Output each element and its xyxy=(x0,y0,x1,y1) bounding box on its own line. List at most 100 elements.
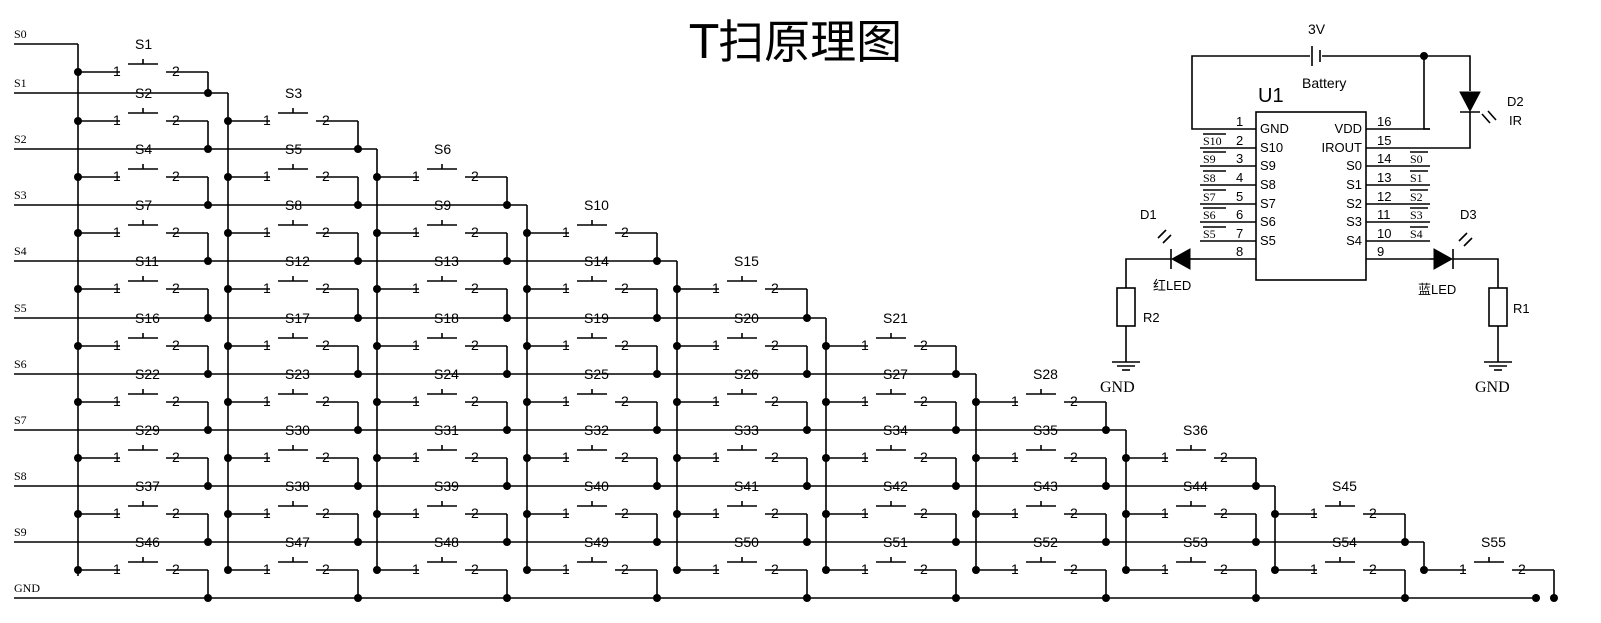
switch-label-s51: S51 xyxy=(883,534,908,550)
chip-pin-name: GND xyxy=(1260,121,1289,136)
chip-pin-net: S3 xyxy=(1410,208,1423,222)
switch-label-s2: S2 xyxy=(135,85,152,101)
switch-pin-label: 2 xyxy=(1369,505,1377,521)
switch-pin-label: 1 xyxy=(1161,505,1169,521)
battery-voltage: 3V xyxy=(1308,21,1326,37)
switch-pin-label: 1 xyxy=(861,449,869,465)
switch-contact xyxy=(158,510,166,518)
switch-contact xyxy=(719,342,727,350)
switch-pin-label: 2 xyxy=(471,561,479,577)
switch-contact xyxy=(419,566,427,574)
switch-contact xyxy=(1317,566,1325,574)
switch-pin-label: 2 xyxy=(172,337,180,353)
chip-pin-number: 1 xyxy=(1236,114,1243,129)
d3-label: 蓝LED xyxy=(1418,282,1456,297)
switch-pin-label: 1 xyxy=(861,505,869,521)
junction-dot xyxy=(653,482,661,490)
junction-dot xyxy=(354,314,362,322)
switch-contact xyxy=(308,117,316,125)
switch-contact xyxy=(719,454,727,462)
junction-dot xyxy=(503,257,511,265)
switch-label-s43: S43 xyxy=(1033,478,1058,494)
switch-contact xyxy=(569,342,577,350)
junction-dot xyxy=(354,201,362,209)
switch-label-s4: S4 xyxy=(135,141,152,157)
switch-pin-label: 1 xyxy=(113,505,121,521)
junction-dot xyxy=(803,538,811,546)
junction-dot xyxy=(1252,482,1260,490)
switch-contact xyxy=(906,454,914,462)
resistor-r1 xyxy=(1488,287,1508,327)
switch-contact xyxy=(270,173,278,181)
switch-pin-label: 2 xyxy=(172,505,180,521)
chip-pin-number: 7 xyxy=(1236,226,1243,241)
row-label-gnd: GND xyxy=(14,581,40,595)
switch-label-s49: S49 xyxy=(584,534,609,550)
switch-pin-label: 2 xyxy=(322,393,330,409)
chip-pin-name: S3 xyxy=(1346,214,1362,229)
switch-contact xyxy=(1355,510,1363,518)
switch-contact xyxy=(719,566,727,574)
battery-name: Battery xyxy=(1302,75,1346,91)
chip-pin-net: S7 xyxy=(1203,190,1216,204)
chip-pin-name: S4 xyxy=(1346,233,1362,248)
chip-pin-net: S10 xyxy=(1203,134,1222,148)
switch-pin-label: 1 xyxy=(1011,449,1019,465)
junction-dot xyxy=(1102,426,1110,434)
switch-contact xyxy=(120,510,128,518)
switch-pin-label: 2 xyxy=(621,224,629,240)
junction-dot xyxy=(952,594,960,602)
junction-dot xyxy=(653,594,661,602)
switch-label-s46: S46 xyxy=(135,534,160,550)
switch-contact xyxy=(607,510,615,518)
switch-pin-label: 1 xyxy=(263,224,271,240)
switch-label-s29: S29 xyxy=(135,422,160,438)
junction-dot xyxy=(204,89,212,97)
switch-contact xyxy=(457,398,465,406)
switch-contact xyxy=(270,454,278,462)
switch-label-s24: S24 xyxy=(434,366,459,382)
switch-contact xyxy=(158,566,166,574)
switch-pin-label: 1 xyxy=(412,505,420,521)
switch-pin-label: 1 xyxy=(263,449,271,465)
chip-pin-net: S9 xyxy=(1203,152,1216,166)
junction-dot xyxy=(952,426,960,434)
resistor-r2 xyxy=(1116,287,1136,327)
switch-contact xyxy=(906,510,914,518)
switch-contact xyxy=(158,342,166,350)
junction-dot xyxy=(952,482,960,490)
switch-contact xyxy=(419,229,427,237)
switch-pin-label: 2 xyxy=(621,561,629,577)
switch-pin-label: 2 xyxy=(621,337,629,353)
chip-pin-number: 16 xyxy=(1377,114,1391,129)
chip-pin-name: S6 xyxy=(1260,214,1276,229)
d1-ref: D1 xyxy=(1140,207,1157,222)
switch-contact xyxy=(270,566,278,574)
chip-pin-name: S1 xyxy=(1346,177,1362,192)
switch-contact xyxy=(1206,510,1214,518)
switch-contact xyxy=(569,566,577,574)
switch-label-s26: S26 xyxy=(734,366,759,382)
junction-dot xyxy=(354,538,362,546)
switch-pin-label: 2 xyxy=(322,224,330,240)
switch-label-s13: S13 xyxy=(434,253,459,269)
switch-contact xyxy=(1018,510,1026,518)
switch-contact xyxy=(906,342,914,350)
switch-contact xyxy=(158,68,166,76)
switch-contact xyxy=(270,342,278,350)
row-label-s2: S2 xyxy=(14,132,27,146)
switch-pin-label: 2 xyxy=(322,449,330,465)
chip-pin-net: S2 xyxy=(1410,190,1423,204)
switch-contact xyxy=(607,229,615,237)
switch-pin-label: 1 xyxy=(412,393,420,409)
switch-pin-label: 1 xyxy=(263,168,271,184)
